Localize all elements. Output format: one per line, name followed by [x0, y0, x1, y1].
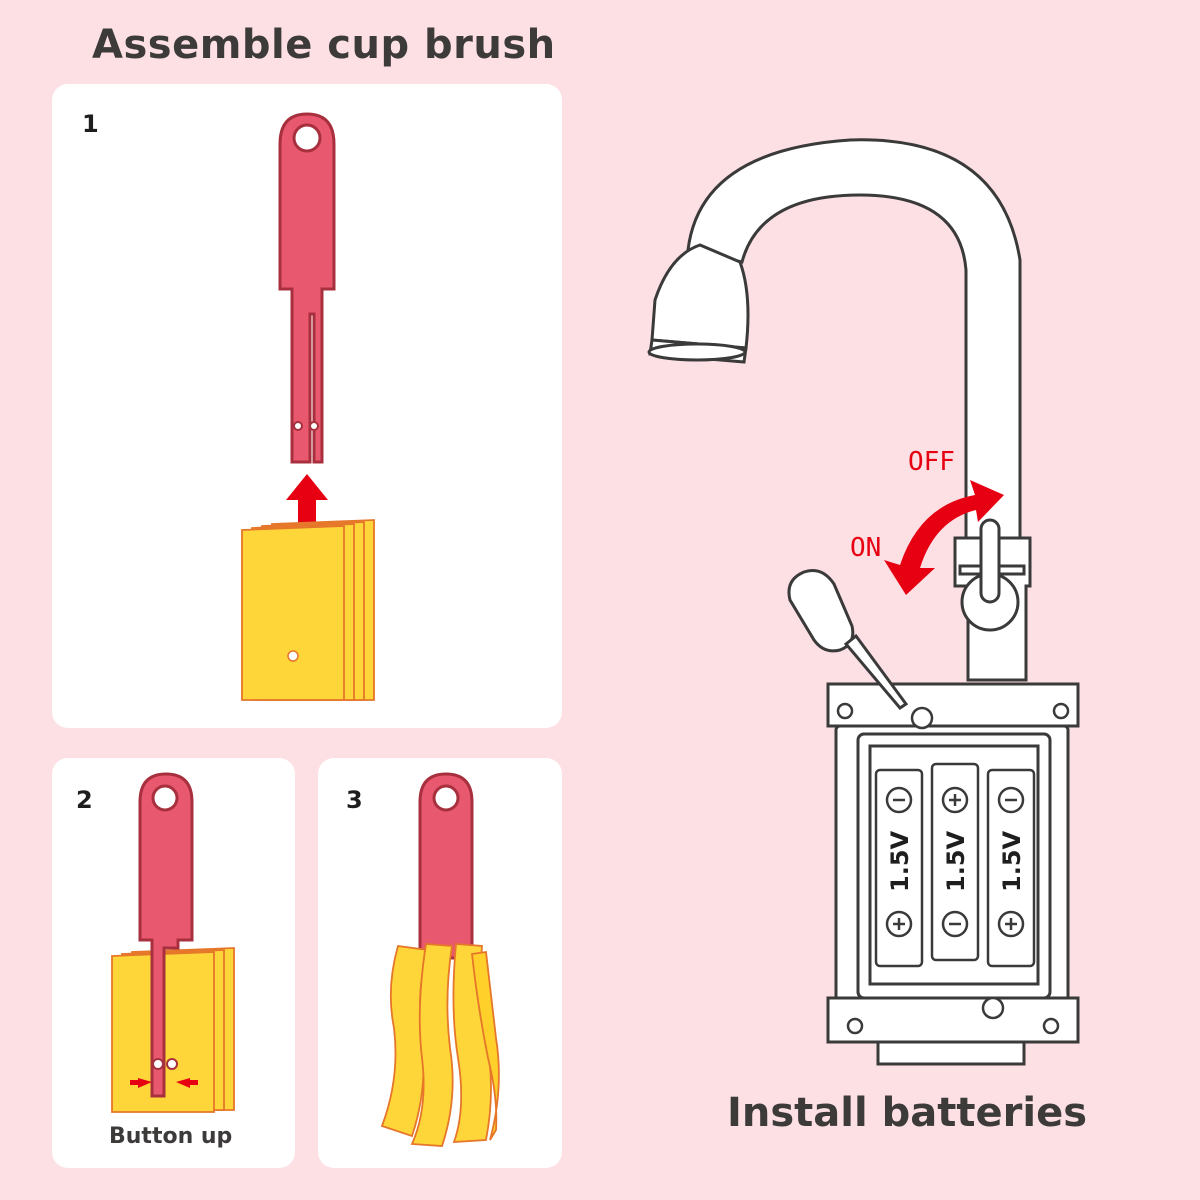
- battery-3-icon: [986, 768, 1036, 968]
- sponge-icon: [241, 519, 375, 701]
- install-batteries-title: Install batteries: [727, 1090, 1087, 1136]
- on-label: ON: [850, 533, 881, 563]
- brush-handle-icon: [138, 772, 194, 1098]
- screwdriver-icon: [787, 569, 909, 710]
- brush-handle-icon: [418, 772, 474, 960]
- sponge-strips-icon: [380, 943, 500, 1147]
- up-arrow-icon: [286, 474, 328, 524]
- battery-2-voltage: 1.5V: [942, 830, 970, 892]
- step-2-number: 2: [76, 786, 93, 814]
- step-3-illustration: [380, 772, 500, 1147]
- press-arrow-left-icon: [130, 1078, 152, 1088]
- battery-1-voltage: 1.5V: [886, 830, 914, 892]
- step-1-panel: 1: [52, 84, 562, 728]
- step-3-panel: 3: [318, 758, 562, 1168]
- battery-3-voltage: 1.5V: [998, 830, 1026, 892]
- step-1-illustration: [241, 112, 375, 701]
- press-arrow-right-icon: [176, 1078, 198, 1088]
- step-2-panel: 2 Button up: [52, 758, 295, 1168]
- battery-2-icon: [930, 762, 980, 962]
- step-3-number: 3: [346, 786, 363, 814]
- step-2-illustration: [111, 772, 235, 1113]
- step-1-number: 1: [82, 110, 99, 138]
- battery-1-icon: [874, 768, 924, 968]
- button-up-caption: Button up: [109, 1124, 233, 1149]
- rotate-arrow-icon: [884, 480, 1004, 595]
- assemble-title: Assemble cup brush: [92, 22, 556, 68]
- off-label: OFF: [908, 447, 955, 477]
- brush-handle-icon: [278, 112, 336, 464]
